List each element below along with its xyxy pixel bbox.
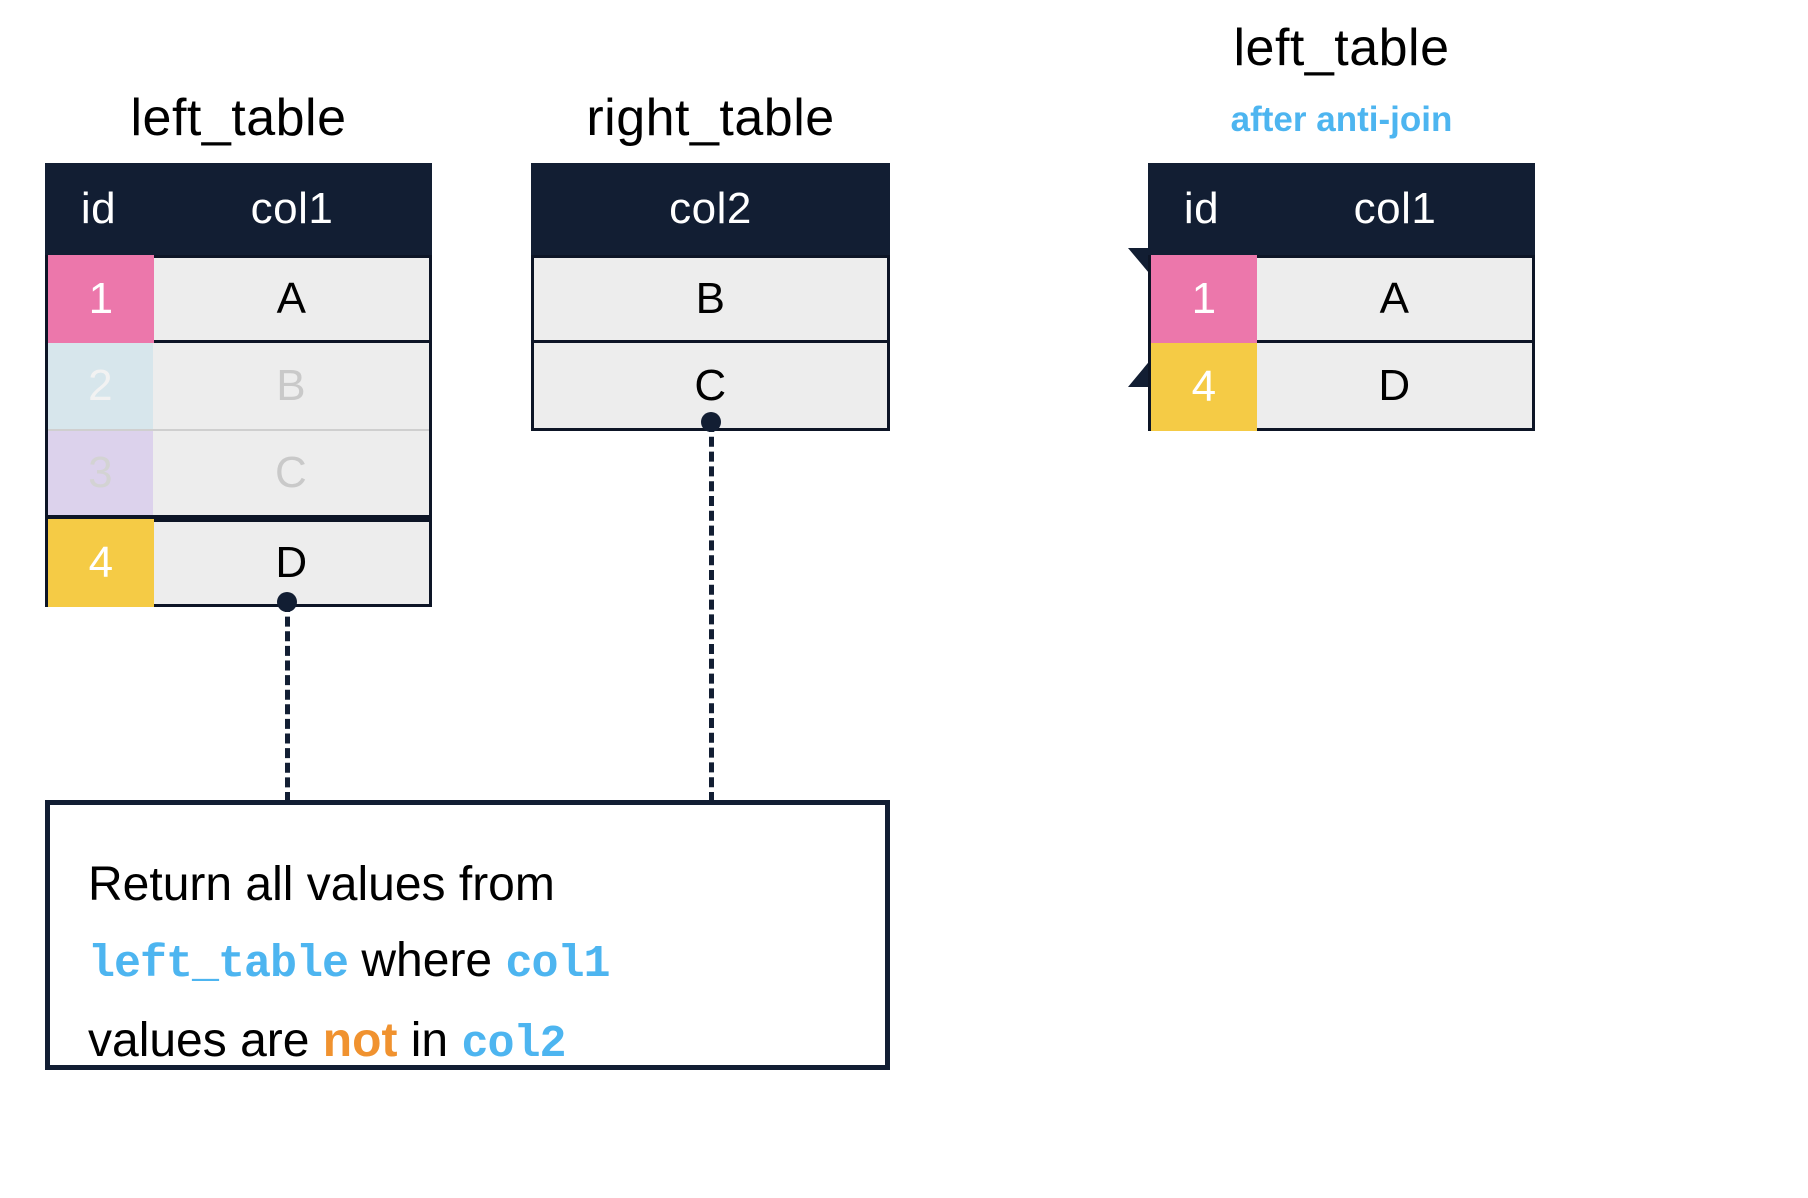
- caption-code-col2: col2: [461, 1019, 566, 1070]
- right-table-title: right_table: [586, 89, 835, 147]
- result-table-cell-id-2: 4: [1151, 343, 1258, 431]
- table-row: 4 D: [1148, 343, 1535, 431]
- left-table-header-col1: col1: [250, 184, 334, 233]
- caption-line3-prefix: values are: [88, 1014, 323, 1067]
- left-table-cell-col1-2: B: [153, 343, 429, 431]
- result-table-cell-col1-1: A: [1257, 255, 1535, 343]
- caption-line1-text: Return all values from: [88, 858, 555, 911]
- result-table-title: left_table: [1233, 19, 1450, 77]
- left-table-header-id: id: [80, 184, 117, 233]
- caption-line-3: values are not in col2: [88, 1003, 868, 1083]
- caption-line-2: left_table where col1: [88, 923, 868, 1003]
- table-row: 1 A: [1148, 255, 1535, 343]
- right-table-header-row: col2: [531, 163, 890, 255]
- caption-negation-not: not: [322, 1014, 398, 1067]
- table-row: 3 C: [45, 431, 432, 519]
- left-table-cell-id-2: 2: [48, 343, 154, 431]
- left-table: id col1 1 A 2 B 3 C 4 D: [45, 163, 432, 607]
- caption-code-left-table: left_table: [88, 939, 349, 990]
- caption-text: Return all values from left_table where …: [88, 847, 868, 1083]
- table-row: 4 D: [45, 519, 432, 607]
- left-connector-line: [285, 602, 290, 802]
- result-table-subtitle: after anti-join: [1230, 100, 1453, 139]
- caption-line-1: Return all values from: [88, 847, 868, 923]
- caption-line2-mid: where: [348, 934, 506, 987]
- result-table: id col1 1 A 4 D: [1148, 163, 1535, 431]
- caption-line3-mid: in: [397, 1014, 462, 1067]
- left-table-cell-col1-4: D: [154, 519, 432, 607]
- result-table-cell-id-1: 1: [1151, 255, 1258, 343]
- left-table-cell-id-4: 4: [48, 519, 155, 607]
- caption-code-col1: col1: [505, 939, 610, 990]
- right-table-cell-col2-1: B: [531, 255, 890, 343]
- left-table-cell-col1-1: A: [154, 255, 432, 343]
- right-connector-line: [709, 422, 714, 802]
- result-table-header-row: id col1: [1148, 163, 1535, 255]
- right-table-header-col2: col2: [669, 184, 752, 233]
- left-table-header-row: id col1: [45, 163, 432, 255]
- table-row: 1 A: [45, 255, 432, 343]
- result-table-header-col1: col1: [1353, 184, 1437, 233]
- caption-box: Return all values from left_table where …: [45, 800, 890, 1070]
- table-row: 2 B: [45, 343, 432, 431]
- left-table-title: left_table: [130, 89, 347, 147]
- left-table-cell-id-3: 3: [48, 431, 154, 515]
- result-table-cell-col1-2: D: [1257, 343, 1535, 431]
- result-table-header-id: id: [1183, 184, 1220, 233]
- table-row: B: [531, 255, 890, 343]
- left-table-cell-col1-3: C: [153, 431, 429, 515]
- right-table: col2 B C: [531, 163, 890, 431]
- left-table-cell-id-1: 1: [48, 255, 155, 343]
